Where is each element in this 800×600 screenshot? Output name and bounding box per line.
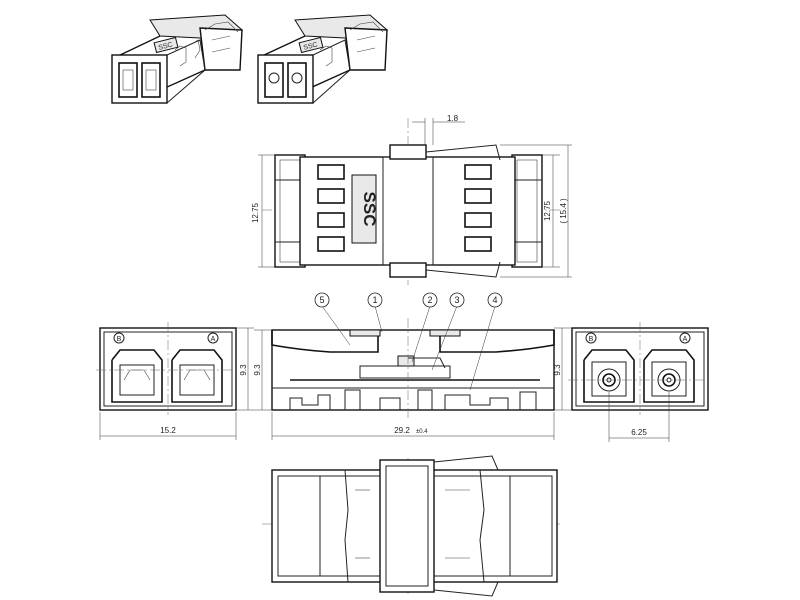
iso-logo-right: SSC xyxy=(303,42,319,52)
side-section-dimensions: 29.2 ±0.4 9.3 xyxy=(253,329,555,440)
callout-2: 2 xyxy=(427,295,432,305)
callout-5: 5 xyxy=(319,295,324,305)
end-view-left-dimensions: 15.2 9.3 xyxy=(99,327,254,440)
top-view-logo: SSC xyxy=(360,192,379,227)
end-view-right: B A xyxy=(568,322,712,415)
iso-logo-left: SSC xyxy=(158,42,174,52)
callouts: 5 1 2 3 4 xyxy=(314,292,503,391)
end-right-port-a: A xyxy=(683,336,688,343)
top-view: SSC xyxy=(262,118,560,285)
end-view-left: B A xyxy=(96,322,240,415)
callout-4: 4 xyxy=(492,295,497,305)
dim-1-8: 1.8 xyxy=(447,114,459,123)
dim-9-3-side: 9.3 xyxy=(253,364,262,376)
dim-9-3-right: 9.3 xyxy=(553,364,562,376)
bottom-view xyxy=(262,455,560,597)
dim-12-75-right: 12.75 xyxy=(543,200,552,221)
callout-3: 3 xyxy=(454,295,459,305)
dim-9-3-left: 9.3 xyxy=(239,364,248,376)
side-section-view xyxy=(271,318,555,420)
callout-1: 1 xyxy=(372,295,377,305)
dim-12-75-left: 12.75 xyxy=(251,202,260,223)
dim-6-25: 6.25 xyxy=(631,428,647,437)
end-left-port-a: A xyxy=(211,336,216,343)
dim-29-2: 29.2 xyxy=(394,426,410,435)
top-view-dimensions: 1.8 12.75 12.75 ( 15.4 ) xyxy=(251,114,572,278)
dim-29-2-tol: ±0.4 xyxy=(416,429,428,435)
isometric-view-left: SSC xyxy=(111,14,244,104)
dim-15-4: ( 15.4 ) xyxy=(559,198,568,224)
dim-15-2: 15.2 xyxy=(160,426,176,435)
end-left-port-b: B xyxy=(117,336,122,343)
isometric-view-right: SSC xyxy=(257,14,389,104)
end-view-right-dimensions: 9.3 6.25 xyxy=(553,327,670,442)
end-right-port-b: B xyxy=(589,336,594,343)
